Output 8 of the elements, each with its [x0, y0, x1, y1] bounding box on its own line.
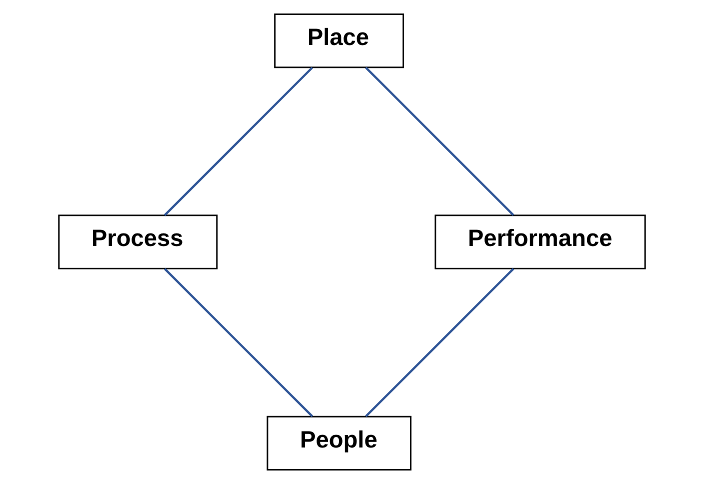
node-box: People — [266, 416, 412, 470]
node-box: Performance — [434, 214, 646, 270]
connector — [365, 268, 514, 418]
connector — [164, 66, 314, 216]
node-box: Place — [274, 14, 404, 68]
connector — [164, 268, 314, 418]
node-box: Process — [58, 214, 218, 270]
connector — [365, 66, 514, 216]
